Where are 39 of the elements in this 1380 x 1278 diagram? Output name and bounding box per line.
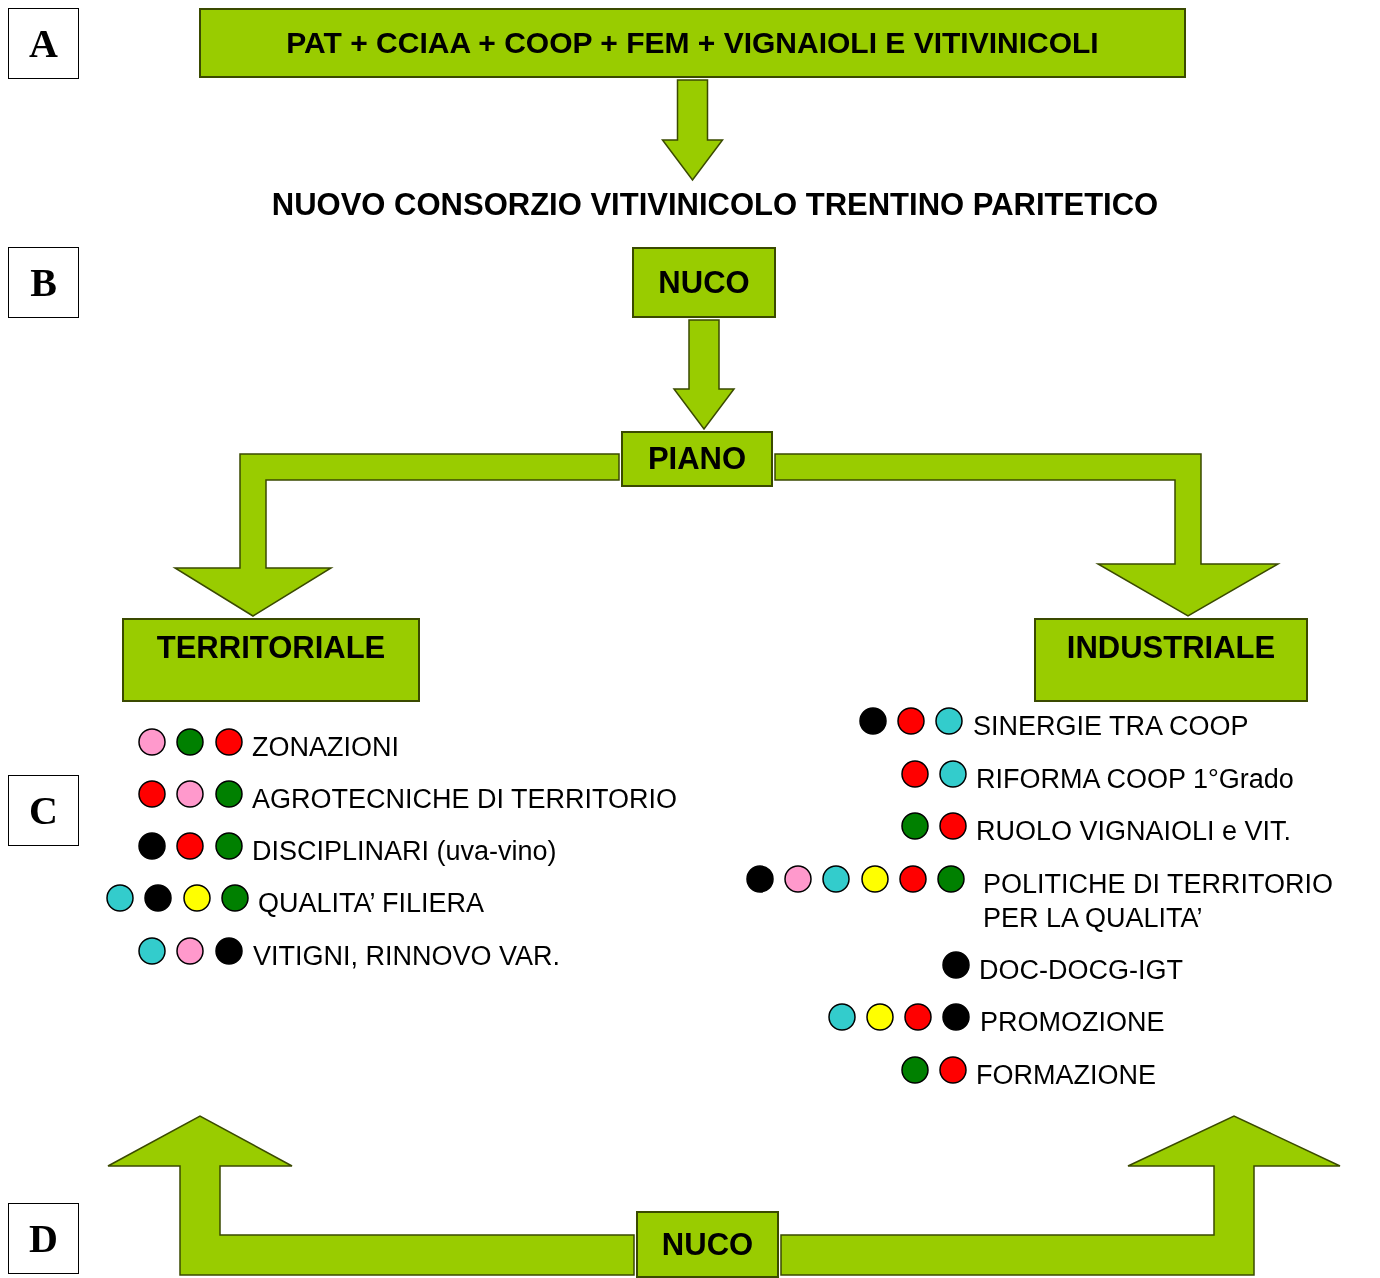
block-arrow (107, 1115, 635, 1276)
heading-text: NUOVO CONSORZIO VITIVINICOLO TRENTINO PARITETICO (165, 182, 1265, 228)
process-box (621, 431, 773, 487)
box-label: NUCO (658, 264, 750, 301)
block-arrow (780, 1115, 1341, 1276)
box-label: PIANO (647, 441, 747, 477)
block-arrow (672, 319, 736, 431)
list-item-text: RIFORMA COOP 1°Grado (976, 763, 1294, 796)
process-box (1034, 618, 1308, 702)
block-arrow (172, 453, 620, 617)
section-letter-box (8, 8, 79, 79)
list-item-text: FORMAZIONE (976, 1059, 1156, 1092)
list-item-text: RUOLO VIGNAIOLI e VIT. (976, 815, 1292, 848)
list-item-text: QUALITA’ FILIERA (258, 887, 485, 920)
process-box (122, 618, 420, 702)
box-label: B (30, 259, 57, 306)
box-label: TERRITORIALE (156, 630, 386, 666)
list-item-text: DISCIPLINARI (uva-vino) (252, 835, 557, 868)
list-item-text: AGROTECNICHE DI TERRITORIO (252, 783, 678, 816)
box-label: INDUSTRIALE (1066, 630, 1276, 666)
list-item-text: PROMOZIONE (980, 1006, 1165, 1039)
section-letter-box (8, 775, 79, 846)
list-item-text: DOC-DOCG-IGT (979, 954, 1183, 987)
list-item-text: ZONAZIONI (252, 731, 399, 764)
process-box (636, 1211, 779, 1278)
list-item-text: SINERGIE TRA COOP (973, 710, 1249, 743)
process-box (632, 247, 776, 318)
box-label: PAT + CCIAA + COOP + FEM + VIGNAIOLI E VITIVINICOLI (286, 26, 1099, 60)
box-label: NUCO (661, 1226, 754, 1263)
list-item-text: POLITICHE DI TERRITORIO PER LA QUALITA’ (983, 868, 1335, 935)
block-arrow (661, 79, 724, 182)
process-box (199, 8, 1186, 78)
list-item-text: VITIGNI, RINNOVO VAR. (253, 940, 561, 973)
box-label: D (29, 1215, 58, 1262)
section-letter-box (8, 1203, 79, 1274)
section-letter-box (8, 247, 79, 318)
box-label: C (29, 787, 58, 834)
block-arrow (774, 453, 1281, 617)
box-label: A (29, 20, 58, 67)
